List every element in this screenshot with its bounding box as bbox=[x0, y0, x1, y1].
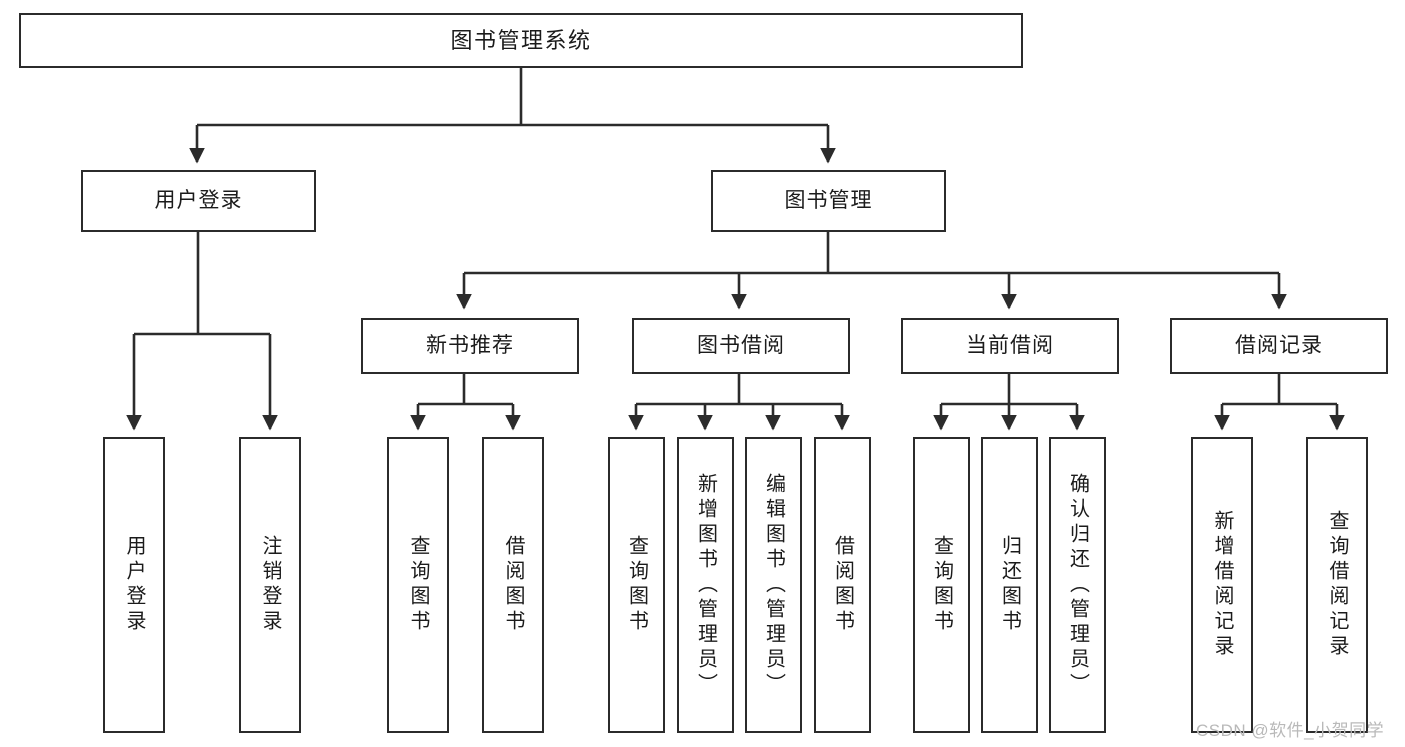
leaf-add-borrow-record[interactable]: 新增借阅记录 bbox=[1191, 437, 1253, 733]
node-label: 借阅图书 bbox=[831, 535, 854, 635]
node-label: 确认归还（管理员） bbox=[1066, 472, 1089, 698]
node-new-book-recommend[interactable]: 新书推荐 bbox=[361, 318, 579, 374]
node-label: 归还图书 bbox=[998, 535, 1021, 635]
node-label: 用户登录 bbox=[123, 535, 145, 635]
node-label: 查询图书 bbox=[930, 535, 953, 635]
node-borrow-record[interactable]: 借阅记录 bbox=[1170, 318, 1388, 374]
leaf-borrow-book-recommend[interactable]: 借阅图书 bbox=[482, 437, 544, 733]
node-label: 查询图书 bbox=[625, 535, 648, 635]
node-label: 新书推荐 bbox=[426, 333, 514, 357]
leaf-user-login[interactable]: 用户登录 bbox=[103, 437, 165, 733]
node-label: 查询图书 bbox=[407, 535, 429, 635]
leaf-confirm-return-admin[interactable]: 确认归还（管理员） bbox=[1049, 437, 1106, 733]
leaf-query-book[interactable]: 查询图书 bbox=[608, 437, 665, 733]
node-user-login[interactable]: 用户登录 bbox=[81, 170, 316, 232]
node-label: 借阅记录 bbox=[1235, 333, 1323, 357]
leaf-query-book-current[interactable]: 查询图书 bbox=[913, 437, 970, 733]
node-label: 新增图书（管理员） bbox=[694, 472, 717, 698]
node-root-system[interactable]: 图书管理系统 bbox=[19, 13, 1023, 68]
leaf-return-book[interactable]: 归还图书 bbox=[981, 437, 1038, 733]
leaf-add-book-admin[interactable]: 新增图书（管理员） bbox=[677, 437, 734, 733]
node-book-management[interactable]: 图书管理 bbox=[711, 170, 946, 232]
csdn-watermark: CSDN @软件_小贺同学 bbox=[1196, 721, 1385, 740]
node-label: 查询借阅记录 bbox=[1326, 510, 1348, 660]
node-current-borrow[interactable]: 当前借阅 bbox=[901, 318, 1119, 374]
node-label: 当前借阅 bbox=[966, 333, 1054, 357]
node-label: 图书管理系统 bbox=[450, 27, 592, 53]
leaf-query-borrow-record[interactable]: 查询借阅记录 bbox=[1306, 437, 1368, 733]
node-label: 注销登录 bbox=[259, 535, 281, 635]
node-label: 用户登录 bbox=[154, 188, 243, 212]
node-label: 图书管理 bbox=[784, 188, 873, 212]
leaf-logout[interactable]: 注销登录 bbox=[239, 437, 301, 733]
node-book-borrow[interactable]: 图书借阅 bbox=[632, 318, 850, 374]
node-label: 图书借阅 bbox=[697, 333, 785, 357]
leaf-borrow-book[interactable]: 借阅图书 bbox=[814, 437, 871, 733]
node-label: 新增借阅记录 bbox=[1211, 510, 1233, 660]
node-label: 借阅图书 bbox=[502, 535, 524, 635]
node-label: 编辑图书（管理员） bbox=[762, 472, 785, 698]
leaf-query-book-recommend[interactable]: 查询图书 bbox=[387, 437, 449, 733]
leaf-edit-book-admin[interactable]: 编辑图书（管理员） bbox=[745, 437, 802, 733]
